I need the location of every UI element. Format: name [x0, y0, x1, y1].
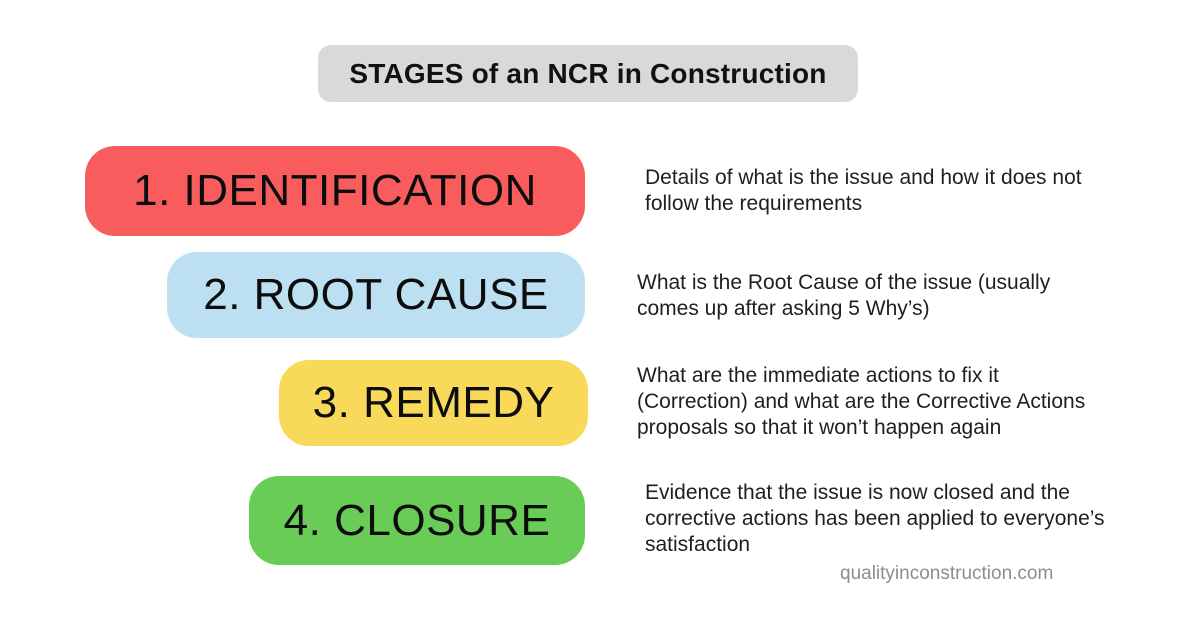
page-title: STAGES of an NCR in Construction: [349, 57, 827, 89]
stage-description-root-cause: What is the Root Cause of the issue (usu…: [637, 271, 1051, 320]
stage-description-remedy: What are the immediate actions to fix it…: [637, 364, 1086, 439]
stage-label-remedy: 3. REMEDY: [312, 378, 555, 427]
stage-block-closure: 4. CLOSURE: [249, 476, 585, 565]
stage-block-identification: 1. IDENTIFICATION: [85, 146, 585, 236]
stage-block-remedy: 3. REMEDY: [279, 360, 588, 446]
stage-description-identification: Details of what is the issue and how it …: [645, 166, 1082, 215]
watermark-text: qualityinconstruction.com: [840, 563, 1054, 584]
title-banner: STAGES of an NCR in Construction: [318, 45, 858, 102]
stage-label-closure: 4. CLOSURE: [283, 495, 551, 545]
stage-block-root-cause: 2. ROOT CAUSE: [167, 252, 585, 338]
stage-description-closure: Evidence that the issue is now closed an…: [645, 481, 1105, 556]
stage-label-identification: 1. IDENTIFICATION: [133, 166, 537, 215]
stage-label-root-cause: 2. ROOT CAUSE: [203, 270, 549, 319]
